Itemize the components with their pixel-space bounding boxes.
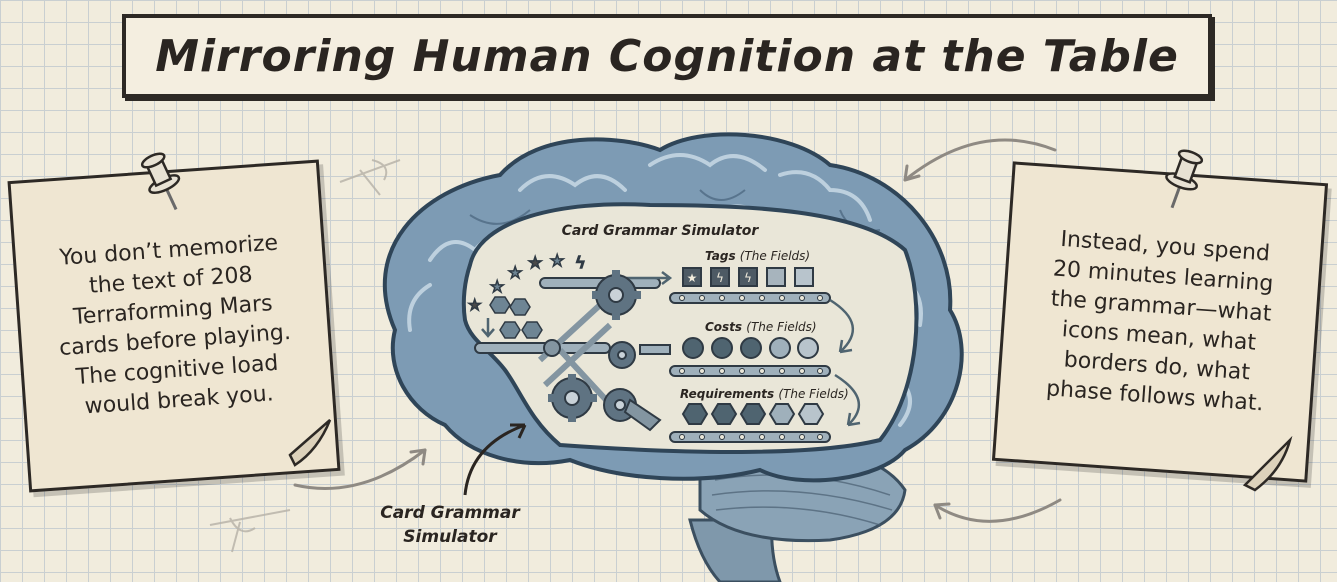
input-icons: ★ ★ ★ ★ ϟ ★ <box>467 250 586 339</box>
flow-arrows <box>829 298 861 427</box>
row-label-costs: Costs (The Fields) <box>705 320 817 334</box>
requirements-icons <box>681 403 825 425</box>
pushpin-right-icon <box>1165 149 1204 209</box>
row-label-tags: Tags (The Fields) <box>705 249 810 263</box>
svg-text:★: ★ <box>490 277 504 296</box>
right-note-curl <box>1242 435 1293 492</box>
panel-title: Card Grammar Simulator <box>562 223 760 239</box>
costs-icons <box>682 337 819 359</box>
gear-mechanism <box>537 274 671 432</box>
callout-arrow <box>463 423 526 496</box>
callout-label-line1: Card Grammar <box>380 503 521 523</box>
conveyor-belts <box>474 277 831 443</box>
svg-text:ϟ: ϟ <box>716 271 724 285</box>
decorative-arrows <box>293 138 1062 523</box>
left-note-curl <box>288 419 332 467</box>
title-banner: Mirroring Human Cognition at the Table <box>122 14 1212 98</box>
tags-icons: ★ ϟ ϟ <box>682 267 814 287</box>
svg-text:★: ★ <box>508 263 522 282</box>
row-label-requirements: Requirements (The Fields) <box>680 387 849 401</box>
pushpin-left-icon <box>140 152 181 211</box>
sketch-marks <box>209 159 401 553</box>
callout-label-line2: Simulator <box>403 527 498 547</box>
svg-text:ϟ: ϟ <box>744 271 752 285</box>
svg-text:★: ★ <box>468 296 481 314</box>
svg-text:★: ★ <box>528 253 542 272</box>
svg-text:ϟ: ϟ <box>575 253 586 272</box>
svg-text:★: ★ <box>687 271 698 285</box>
svg-text:★: ★ <box>550 251 564 270</box>
page-title: Mirroring Human Cognition at the Table <box>155 30 1179 82</box>
